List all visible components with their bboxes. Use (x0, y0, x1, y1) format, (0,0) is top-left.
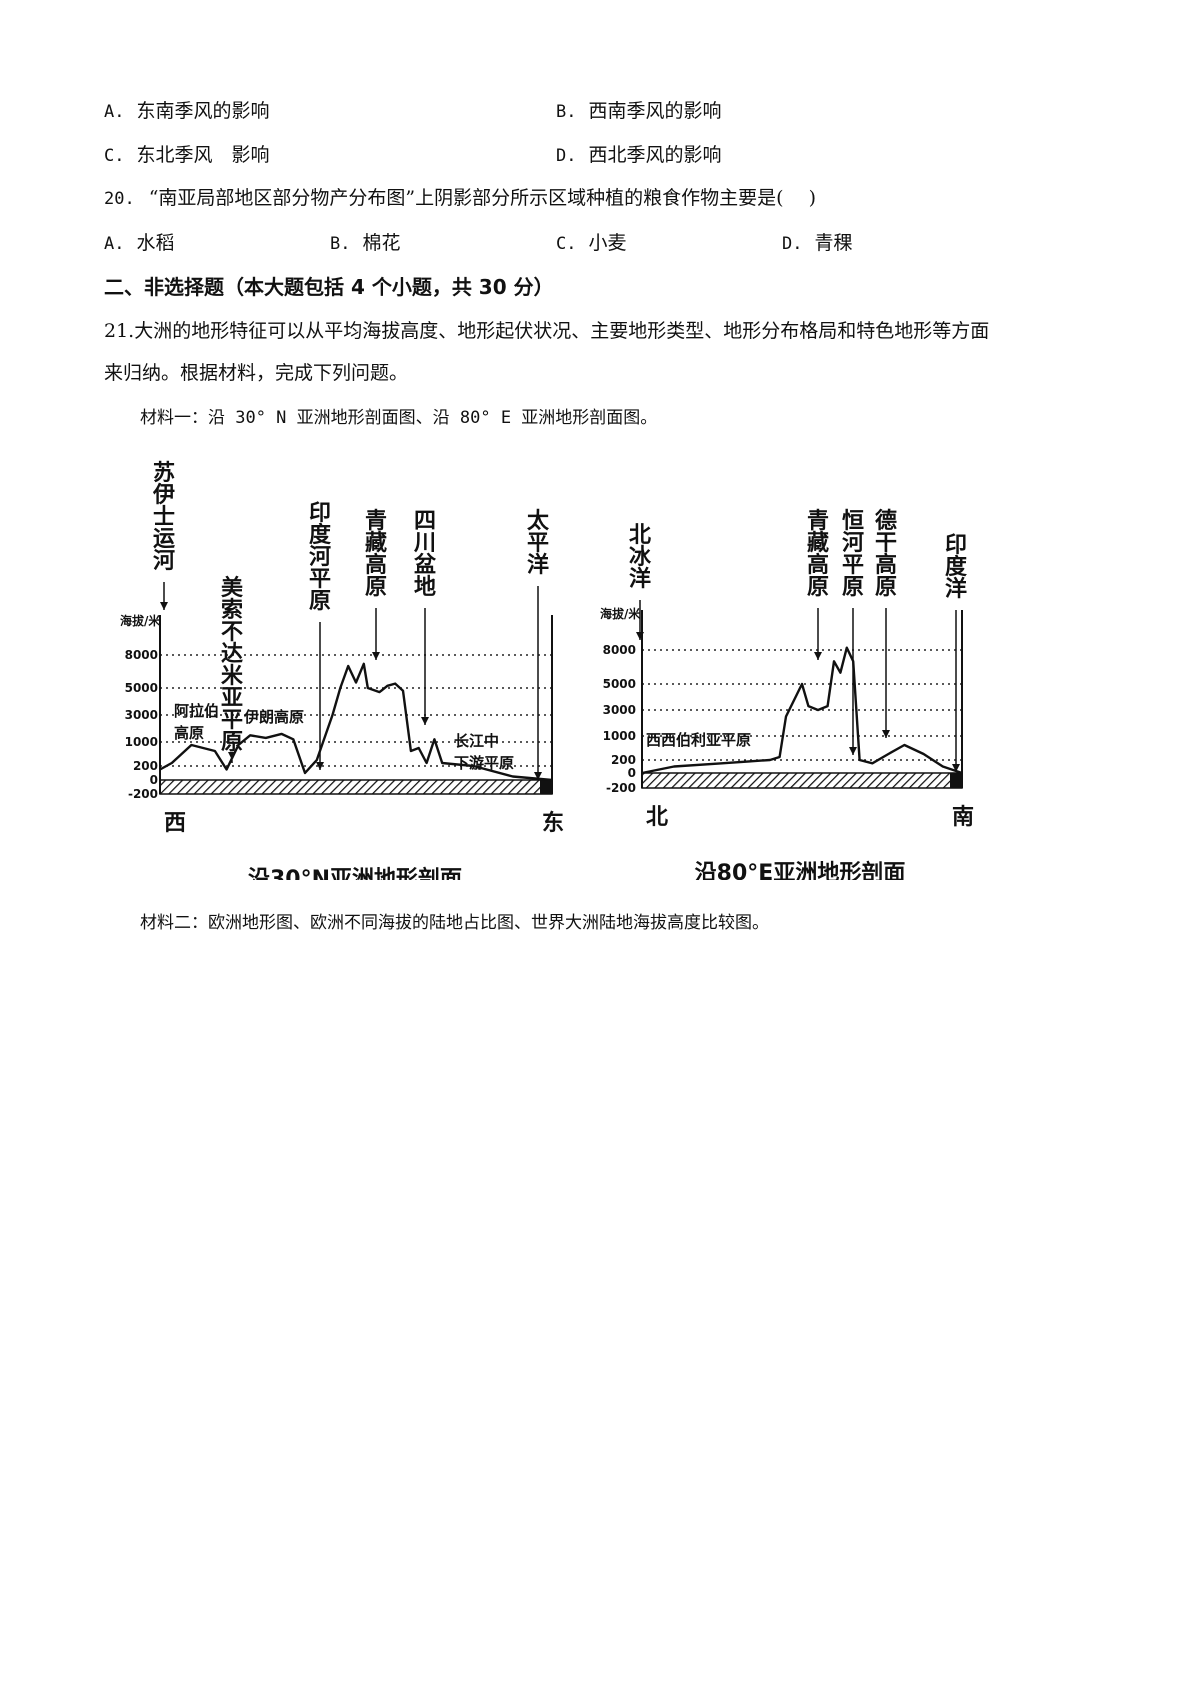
y-tick-label: 1000 (603, 729, 636, 743)
y-tick-label: 0 (150, 773, 158, 787)
sea-level-band (159, 779, 553, 795)
q20-option-a: A. 水稻 (104, 228, 175, 255)
chart-title: 沿30°N亚洲地形剖面 (248, 866, 462, 880)
arrow-head-icon (534, 772, 542, 780)
feature-label: 青藏高原 (365, 509, 387, 600)
y-tick-label: 8000 (603, 643, 636, 657)
terrain-profile-line (159, 662, 553, 782)
y-tick-label: 0 (628, 766, 636, 780)
question-20: 20. “南亚局部地区部分物产分布图”上阴影部分所示区域种植的粮食作物主要是( ) (104, 183, 816, 210)
option-text: 东南季风的影响 (136, 100, 270, 122)
direction-right: 南 (952, 805, 974, 830)
feature-label: 美索不达米亚平原 (221, 575, 244, 755)
q19-option-a: A. 东南季风的影响 (104, 96, 270, 123)
chart-title: 沿80°E亚洲地形剖面 (695, 860, 906, 880)
ocean-block (540, 780, 552, 794)
y-tick-label: 8000 (125, 648, 158, 662)
material-1: 材料一：沿 30° N 亚洲地形剖面图、沿 80° E 亚洲地形剖面图。 (140, 408, 658, 428)
arrow-head-icon (372, 652, 380, 660)
option-text: 棉花 (362, 232, 401, 254)
y-tick-label: 5000 (603, 677, 636, 691)
option-text: 青稞 (814, 232, 853, 254)
feature-label: 恒河平原 (842, 508, 864, 600)
terrain-profile-line (641, 646, 963, 775)
q19-option-d: D. 西北季风的影响 (556, 140, 722, 167)
question-text: “南亚局部地区部分物产分布图”上阴影部分所示区域种植的粮食作物主要是( ) (148, 187, 817, 209)
option-letter: C. (104, 146, 125, 166)
option-text: 小麦 (588, 232, 627, 254)
option-text: 东北季风 影响 (136, 144, 270, 166)
option-text: 西南季风的影响 (588, 100, 722, 122)
feature-label: 印度河平原 (309, 501, 332, 614)
question-21-line-2: 来归纳。根据材料，完成下列问题。 (104, 362, 409, 384)
feature-label: 德干高原 (875, 508, 897, 600)
option-letter: B. (556, 102, 577, 122)
region-label: 高原 (174, 724, 204, 742)
feature-label: 四川盆地 (413, 509, 437, 600)
section-heading: 二、非选择题（本大题包括 4 个小题，共 30 分） (104, 275, 554, 299)
direction-left: 北 (646, 805, 668, 830)
y-tick-label: 1000 (125, 735, 158, 749)
y-tick-label: 3000 (125, 708, 158, 722)
question-21-line-1: 21.大洲的地形特征可以从平均海拔高度、地形起伏状况、主要地形类型、地形分布格局… (104, 320, 990, 342)
arrow-head-icon (228, 752, 236, 760)
feature-label: 印度洋 (945, 533, 968, 602)
direction-left: 西 (164, 811, 186, 836)
option-text: 西北季风的影响 (588, 144, 722, 166)
option-letter: D. (782, 234, 803, 254)
y-axis-label: 海拔/米 (120, 613, 161, 628)
y-tick-label: 200 (133, 759, 158, 773)
y-tick-label: 3000 (603, 703, 636, 717)
y-tick-label: -200 (128, 787, 158, 801)
y-tick-label: 5000 (125, 681, 158, 695)
region-label: 伊朗高原 (243, 708, 304, 726)
arrow-head-icon (952, 764, 960, 772)
feature-label: 太平洋 (527, 509, 550, 578)
arrow-head-icon (849, 747, 857, 755)
arrow-head-icon (160, 602, 168, 610)
sea-level-band (641, 772, 963, 789)
option-letter: C. (556, 234, 577, 254)
region-label: 西西伯利亚平原 (646, 731, 751, 749)
option-text: 水稻 (136, 232, 175, 254)
region-label: 阿拉伯 (174, 702, 219, 720)
q19-option-c: C. 东北季风 影响 (104, 140, 270, 167)
material-2: 材料二：欧洲地形图、欧洲不同海拔的陆地占比图、世界大洲陆地海拔高度比较图。 (140, 913, 769, 933)
arrow-head-icon (636, 632, 644, 640)
q20-option-b: B. 棉花 (330, 228, 401, 255)
arrow-head-icon (421, 717, 429, 725)
option-letter: B. (330, 234, 351, 254)
question-number: 20. (104, 189, 135, 209)
arrow-head-icon (316, 762, 324, 770)
feature-label: 北冰洋 (629, 523, 652, 592)
y-tick-label: 200 (611, 753, 636, 767)
arrow-head-icon (882, 730, 890, 738)
option-letter: A. (104, 102, 125, 122)
option-letter: D. (556, 146, 577, 166)
q20-option-c: C. 小麦 (556, 228, 627, 255)
arrow-head-icon (814, 652, 822, 660)
q19-option-b: B. 西南季风的影响 (556, 96, 722, 123)
y-axis-label: 海拔/米 (600, 606, 641, 621)
feature-label: 青藏高原 (807, 509, 829, 600)
ocean-block (950, 773, 962, 788)
q20-option-d: D. 青稞 (782, 228, 853, 255)
direction-right: 东 (542, 810, 564, 836)
option-letter: A. (104, 234, 125, 254)
region-label: 长江中 (454, 732, 499, 750)
y-tick-label: -200 (606, 781, 636, 795)
region-label: 下游平原 (454, 754, 514, 772)
feature-label: 苏伊士运河 (152, 460, 175, 574)
